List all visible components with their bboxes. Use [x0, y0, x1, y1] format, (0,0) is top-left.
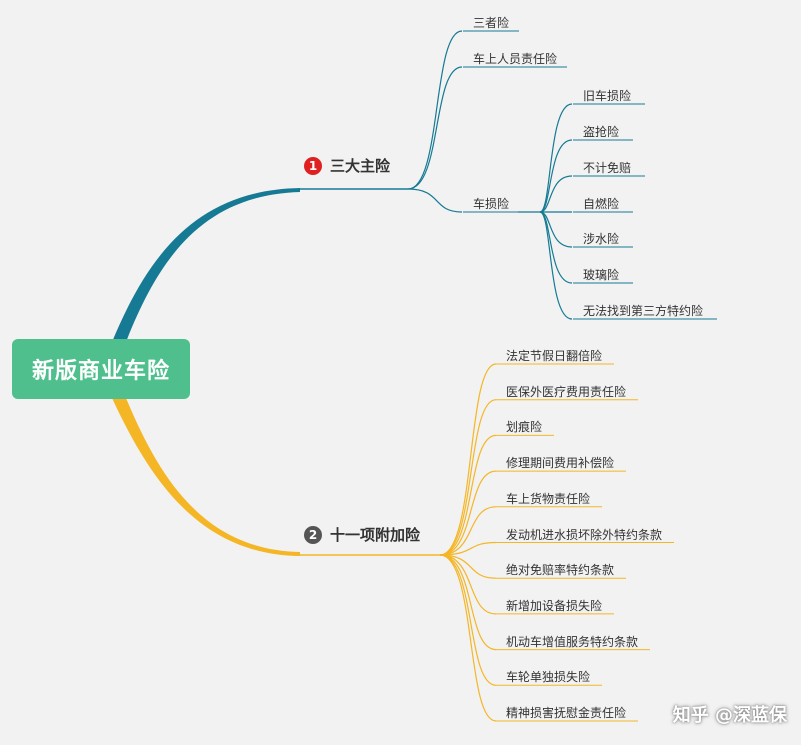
sub-link: [539, 175, 573, 213]
branch2-item-4[interactable]: 车上货物责任险: [506, 491, 591, 506]
branch1-item-1[interactable]: 车上人员责任险: [473, 52, 558, 66]
sub-item-3[interactable]: 自燃险: [583, 197, 620, 211]
branch2-link: [439, 554, 497, 686]
sub-item-2[interactable]: 不计免赔: [583, 161, 632, 175]
sub-item-6[interactable]: 无法找到第三方特约险: [583, 304, 704, 318]
sub-item-5[interactable]: 玻璃险: [583, 268, 620, 282]
branch2-link: [439, 554, 497, 579]
sub-link: [539, 103, 573, 213]
branch-main-insurance-label: 三大主险: [330, 157, 391, 175]
branch2-ribbon: [112, 398, 300, 556]
branch2-link: [439, 554, 497, 651]
sub-item-0[interactable]: 旧车损险: [583, 89, 632, 103]
branch2-item-9[interactable]: 车轮单独损失险: [506, 670, 591, 685]
branch1-ribbon: [112, 188, 300, 342]
branch1-link: [407, 188, 463, 213]
sub-link: [539, 211, 573, 320]
sub-item-1[interactable]: 盗抢险: [583, 125, 620, 139]
branch2-item-2[interactable]: 划痕险: [506, 420, 543, 435]
branch2-item-3[interactable]: 修理期间费用补偿险: [506, 456, 615, 471]
root-label: 新版商业车险: [31, 359, 170, 384]
branch2-item-0[interactable]: 法定节假日翻倍险: [506, 349, 603, 363]
branch2-link: [439, 554, 497, 722]
branch2-link: [439, 434, 497, 556]
sub-link: [539, 139, 573, 213]
root-node[interactable]: 新版商业车险: [12, 339, 190, 399]
branch2-link: [439, 506, 497, 556]
sub-item-4[interactable]: 涉水险: [583, 232, 620, 246]
branch2-item-5[interactable]: 发动机进水损坏除外特约条款: [506, 527, 663, 542]
branch2-item-7[interactable]: 新增加设备损失险: [506, 598, 603, 613]
badge-2-icon: 2: [304, 525, 322, 544]
branch2-link: [439, 541, 497, 556]
branch2-link: [439, 363, 497, 556]
branch2-item-8[interactable]: 机动车增值服务特约条款: [506, 634, 639, 649]
branch1-item-2[interactable]: 车损险: [473, 197, 510, 211]
branch1-item-0[interactable]: 三者险: [473, 16, 510, 30]
zhihu-watermark: 知乎 @深蓝保: [672, 705, 787, 726]
branch2-item-1[interactable]: 医保外医疗费用责任险: [506, 384, 627, 399]
branch-additional-insurance-label: 十一项附加险: [330, 526, 421, 544]
branch1-link: [407, 66, 463, 190]
branch-additional-insurance[interactable]: 2 十一项附加险: [304, 524, 420, 545]
branch2-item-6[interactable]: 绝对免赔率特约条款: [506, 563, 615, 578]
sub-link: [539, 211, 573, 284]
branch2-link: [439, 554, 497, 615]
branch2-link: [439, 399, 497, 556]
branch2-link: [439, 470, 497, 556]
branch2-item-10[interactable]: 精神损害抚慰金责任险: [506, 706, 627, 720]
branch-main-insurance[interactable]: 1 三大主险: [304, 155, 390, 176]
branch1-link: [407, 30, 463, 190]
badge-1-icon: 1: [304, 156, 322, 175]
